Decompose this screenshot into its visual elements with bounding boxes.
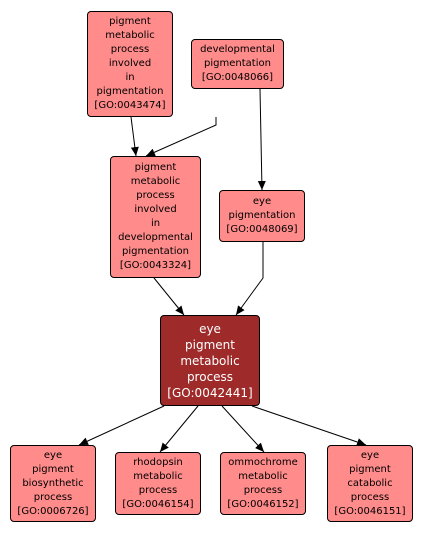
node-label-line: process: [110, 44, 150, 55]
node-go-0043474[interactable]: pigment metabolic process involved in pigment…: [87, 11, 173, 117]
node-go-0048069[interactable]: eye pigmentation [GO:0048069]: [219, 190, 305, 242]
node-label-line: biosynthetic: [22, 477, 84, 489]
node-label-line: eye: [199, 321, 221, 336]
node-go-id: [GO:0043324]: [119, 260, 192, 271]
node-label-line: metabolic: [130, 176, 181, 187]
node-label-line: eye: [43, 449, 63, 461]
node-label-line: process: [186, 369, 234, 384]
edge-go-0048066-to-go-0043324: [145, 117, 217, 157]
node-label-line: pigment: [349, 463, 391, 475]
node-label-line: pigmentation: [204, 58, 271, 69]
edge-go-0042441-to-go-0046152: [221, 405, 265, 453]
node-label-line: in: [150, 218, 161, 229]
node-label-line: metabolic: [105, 30, 155, 41]
edge-go-0043474-to-go-0043324: [130, 116, 139, 157]
node-go-id: [GO:0042441]: [167, 385, 253, 400]
node-label-line: pigment: [185, 337, 235, 352]
node-label-line: catabolic: [347, 477, 393, 489]
node-label-line: pigment: [134, 162, 177, 173]
node-label-line: metabolic: [180, 353, 240, 368]
node-go-0046152[interactable]: ommochrome metabolic process [GO:0046152]: [220, 452, 306, 515]
node-label-line: in: [125, 72, 135, 83]
node-label-line: metabolic: [238, 470, 288, 482]
edge-go-0042441-to-go-0046151: [251, 405, 367, 446]
node-go-0046151[interactable]: eye pigment catabolic process [GO:0046151]: [327, 445, 413, 522]
node-go-0043324[interactable]: pigment metabolic process involved in develop…: [110, 156, 201, 278]
node-label-line: eye: [252, 196, 272, 207]
node-label-line: rhodopsin: [133, 456, 183, 468]
node-label-line: pigmentation: [96, 86, 164, 97]
node-label-line: process: [33, 491, 73, 503]
node-go-0006726[interactable]: eye pigment biosynthetic process [GO:0006726…: [10, 445, 96, 522]
node-label-line: process: [138, 484, 178, 496]
node-label-line: process: [243, 484, 283, 496]
node-go-0046154[interactable]: rhodopsin metabolic process [GO:0046154]: [115, 452, 201, 515]
edge-layer: [78, 88, 367, 453]
node-label-line: pigment: [32, 463, 74, 475]
edge-go-0043324-to-go-0042441: [153, 277, 185, 316]
node-label-line: metabolic: [133, 470, 183, 482]
node-label-line: involved: [134, 204, 177, 215]
node-label-line: process: [136, 190, 175, 201]
node-go-id: [GO:0048066]: [201, 72, 274, 83]
edge-go-0042441-to-go-0046154: [159, 405, 199, 453]
node-label-line: pigmentation: [122, 246, 189, 257]
node-label-line: process: [350, 491, 390, 503]
node-go-id: [GO:0043474]: [94, 100, 166, 111]
node-label-line: involved: [108, 58, 152, 69]
node-go-id: [GO:0046154]: [122, 498, 194, 510]
node-go-id: [GO:0046152]: [227, 498, 299, 510]
node-label-line: eye: [360, 449, 380, 461]
node-label-line: ommochrome: [228, 456, 298, 468]
edge-go-0042441-to-go-0006726: [78, 405, 165, 446]
edge-go-0048069-to-go-0042441: [235, 242, 264, 316]
node-label-line: developmental: [118, 232, 193, 243]
node-go-id: [GO:0006726]: [17, 505, 89, 517]
edge-go-0048066-to-go-0048069: [257, 88, 266, 191]
node-label-line: developmental: [200, 44, 275, 55]
node-go-id: [GO:0046151]: [334, 505, 406, 517]
node-go-id: [GO:0048069]: [226, 224, 298, 235]
node-go-0048066[interactable]: developmental pigmentation [GO:0048066]: [191, 39, 284, 89]
node-label-line: pigment: [109, 16, 151, 27]
node-label-line: pigmentation: [228, 210, 296, 221]
